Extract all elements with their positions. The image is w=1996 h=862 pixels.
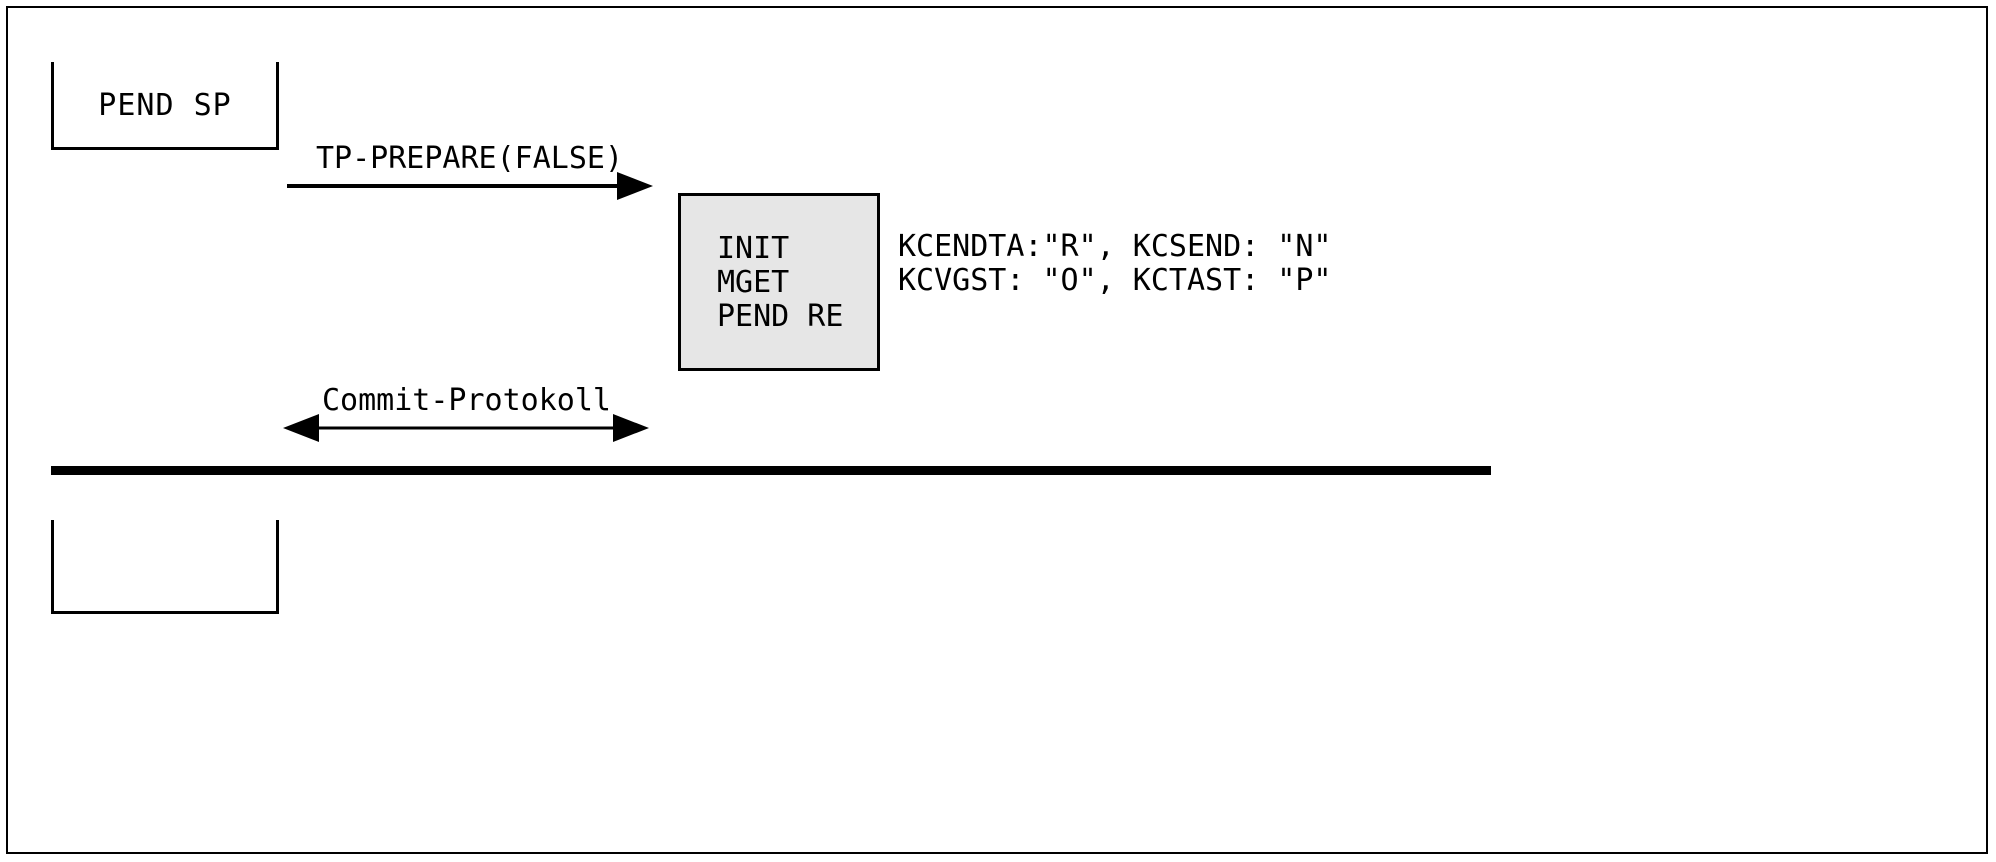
- tp-prepare-arrow: [287, 172, 653, 200]
- attribute-text-block: KCENDTA:"R", KCSEND: "N" KCVGST: "O", KC…: [898, 229, 1332, 298]
- state-box-lines: INIT MGET PEND RE: [717, 231, 844, 334]
- state-box[interactable]: INIT MGET PEND RE: [678, 193, 880, 371]
- commit-protokoll-arrow: [283, 414, 649, 442]
- outer-frame-border: [6, 6, 1988, 854]
- commit-protokoll-arrow-label: Commit-Protokoll: [322, 383, 611, 418]
- thick-horizontal-rule: [51, 466, 1491, 475]
- tp-prepare-arrow-label: TP-PREPARE(FALSE): [316, 141, 624, 176]
- pend-sp-box[interactable]: PEND SP: [51, 62, 279, 150]
- pend-sp-box-label: PEND SP: [98, 88, 232, 123]
- bottom-partial-box[interactable]: [51, 520, 279, 614]
